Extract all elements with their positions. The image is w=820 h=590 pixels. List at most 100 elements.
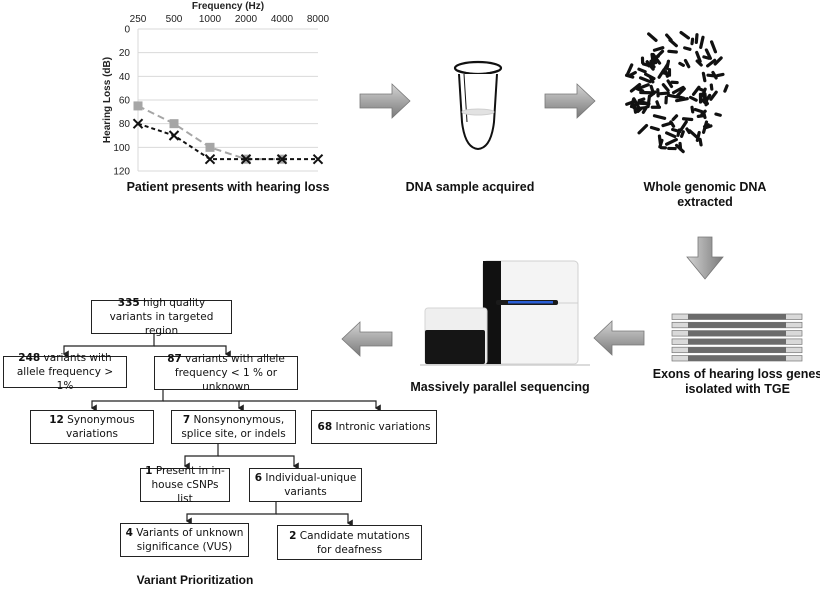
- chromosome-fragment: [681, 33, 688, 38]
- flow-box-6-unique: 6 Individual-unique variants: [249, 468, 362, 502]
- box-text: Candidate mutations for deafness: [296, 530, 409, 556]
- chromosome-fragment: [680, 63, 683, 65]
- exons-caption-line2: isolated with TGE: [650, 382, 820, 397]
- flow-box-335-high-quality: 335 high quality variants in targeted re…: [91, 300, 232, 334]
- exon-strip: [672, 331, 802, 337]
- chromosome-fragment: [695, 109, 702, 111]
- chromosome-fragment: [663, 85, 668, 91]
- y-tick-label: 120: [113, 167, 130, 178]
- grey-square-series: [134, 101, 287, 163]
- box-count: 4: [126, 527, 133, 539]
- y-tick-label: 60: [119, 96, 131, 107]
- chromosome-fragment: [649, 34, 656, 40]
- x-tick-label: 1000: [199, 14, 222, 25]
- chromosome-fragment: [659, 136, 660, 144]
- data-point-square: [134, 101, 143, 110]
- chromosome-fragment: [631, 72, 635, 74]
- chromosome-fragment: [673, 129, 680, 131]
- x-tick-label: 4000: [271, 14, 294, 25]
- flow-box-2-candidate: 2 Candidate mutations for deafness: [277, 525, 422, 560]
- chromosome-fragment: [651, 128, 658, 130]
- data-point-x: [170, 131, 179, 140]
- flow-box-87-rare: 87 variants with allele frequency < 1 % …: [154, 356, 298, 390]
- arrow-down-icon: [683, 235, 727, 285]
- chromosome-fragment: [696, 35, 697, 43]
- chromosome-fragment: [627, 75, 633, 77]
- chromosome-fragment: [725, 86, 727, 91]
- chromosome-fragment: [667, 140, 677, 145]
- box-count: 335: [118, 297, 140, 309]
- chromosome-fragment: [673, 116, 676, 120]
- chromosome-fragment: [659, 70, 664, 78]
- chromosome-fragment: [680, 97, 684, 98]
- y-tick-label: 100: [113, 143, 130, 154]
- chromosome-fragment: [628, 65, 632, 74]
- chromosome-fragment: [701, 37, 703, 47]
- chromosome-fragment: [657, 102, 658, 106]
- chromosome-fragment: [670, 40, 676, 46]
- patient-caption: Patient presents with hearing loss: [118, 180, 338, 195]
- chromosome-fragment: [638, 108, 641, 111]
- chromosome-fragment: [639, 126, 646, 133]
- chromosome-fragment: [704, 122, 707, 132]
- chromosome-fragment: [663, 123, 671, 126]
- chromosome-fragment: [677, 145, 684, 151]
- exon-strip: [672, 314, 802, 320]
- y-tick-label: 40: [119, 72, 131, 83]
- data-point-square: [170, 119, 179, 128]
- arrow-left-icon: [592, 319, 652, 359]
- chromosome-fragment: [708, 60, 715, 65]
- flow-box-68-intronic: 68 Intronic variations: [311, 410, 437, 444]
- chromosome-fragment: [698, 116, 703, 117]
- box-count: 6: [255, 472, 262, 484]
- chromosome-fragment: [685, 48, 690, 49]
- x-tick-label: 250: [130, 14, 147, 25]
- box-count: 12: [49, 414, 64, 426]
- box-text: Intronic variations: [332, 421, 430, 433]
- chromosome-fragment: [639, 69, 645, 72]
- chromosome-fragment: [654, 116, 664, 119]
- box-text: variants with allele frequency < 1 % or …: [175, 353, 285, 393]
- exon-strip: [672, 322, 802, 328]
- x-tick-label: 2000: [235, 14, 258, 25]
- dna-sample-tube-icon: [448, 60, 518, 155]
- genomic-dna-caption-line2: extracted: [630, 195, 780, 210]
- arrow-right-icon: [358, 82, 418, 122]
- box-text: Individual-unique variants: [262, 472, 356, 498]
- chromosome-fragment: [648, 96, 649, 106]
- chromosome-fragment: [699, 88, 705, 90]
- box-count: 87: [167, 353, 182, 365]
- chromosome-fragment: [692, 107, 693, 112]
- variant-prioritization-caption: Variant Prioritization: [130, 573, 260, 588]
- chromosome-fragment: [711, 92, 716, 99]
- chromosome-fragment: [716, 114, 720, 115]
- exon-strip: [672, 339, 802, 345]
- exon-strip: [672, 347, 802, 353]
- chromosome-fragment: [712, 42, 716, 52]
- chromosome-fragment: [667, 133, 675, 137]
- chromosome-fragment: [697, 132, 699, 140]
- x-tick-label: 500: [166, 14, 183, 25]
- chromosome-fragment: [684, 119, 692, 120]
- genomic-dna-caption: Whole genomic DNA extracted: [630, 180, 780, 210]
- flow-box-12-synonymous: 12 Synonymous variations: [30, 410, 154, 444]
- chromosome-fragment: [691, 97, 697, 100]
- chromosome-fragment: [641, 78, 651, 82]
- chromosome-fragment: [682, 132, 684, 137]
- y-tick-label: 20: [119, 48, 131, 59]
- chromosome-fragment: [692, 39, 693, 43]
- exon-strip: [672, 356, 802, 362]
- x-tick-label: 8000: [307, 14, 330, 25]
- chromosome-fragment: [654, 48, 662, 51]
- chromosome-fragment: [639, 99, 644, 100]
- black-x-series: [134, 119, 323, 164]
- y-tick-label: 80: [119, 119, 131, 130]
- data-point-square: [206, 143, 215, 152]
- chromosome-fragment: [700, 139, 701, 145]
- chromosome-fragment: [703, 73, 704, 80]
- exon-strips-icon: [670, 312, 810, 362]
- box-count: 248: [18, 352, 40, 364]
- chart-x-axis-title: Frequency (Hz): [192, 1, 264, 12]
- box-count: 68: [318, 421, 333, 433]
- chromosome-fragment: [685, 61, 688, 67]
